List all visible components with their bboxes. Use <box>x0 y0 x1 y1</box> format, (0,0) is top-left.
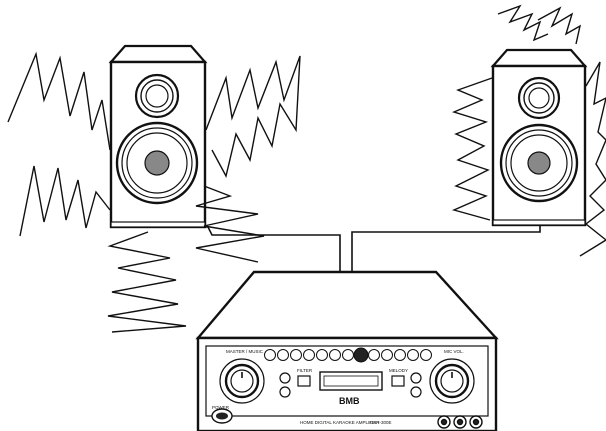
cable-right <box>352 226 540 272</box>
left-woofer-cap <box>145 151 169 175</box>
right-speaker <box>493 50 585 225</box>
sound-wave-left-1 <box>8 54 110 150</box>
sound-wave-right-2 <box>538 8 580 44</box>
filter-label: FILTER <box>297 368 313 373</box>
left-speaker <box>111 46 205 227</box>
sound-wave-left-2 <box>20 166 110 236</box>
sound-wave-left-3 <box>206 56 300 176</box>
model-text: HOME DIGITAL KARAOKE AMPLIFIER <box>300 420 380 425</box>
mic-volume-knob <box>430 359 474 403</box>
right-speaker-top <box>493 50 585 66</box>
sound-wave-right-3 <box>454 78 492 220</box>
right-woofer-cap <box>528 152 550 174</box>
sound-wave-left-5 <box>108 232 186 332</box>
amplifier-top <box>198 272 496 338</box>
master-label: MASTER / MUSIC <box>226 349 264 354</box>
cable-left <box>205 227 340 272</box>
mic-input-jacks <box>438 416 482 428</box>
svg-text:POWER: POWER <box>212 405 230 410</box>
mic-label: MIC VOL. <box>444 349 464 354</box>
melody-label: MELODY <box>389 368 408 373</box>
sound-wave-right-1 <box>498 6 548 40</box>
amplifier-brand: BMB <box>339 396 360 406</box>
power-button: POWER <box>212 405 232 423</box>
model-code: DAR-300E <box>370 420 392 425</box>
amplifier: MASTER / MUSIC MIC VOL. FILTER MELODY BM… <box>198 272 496 431</box>
master-volume-knob <box>220 359 264 403</box>
speaker-cables <box>205 226 540 272</box>
amplifier-display <box>320 372 382 390</box>
left-speaker-top <box>111 46 205 62</box>
